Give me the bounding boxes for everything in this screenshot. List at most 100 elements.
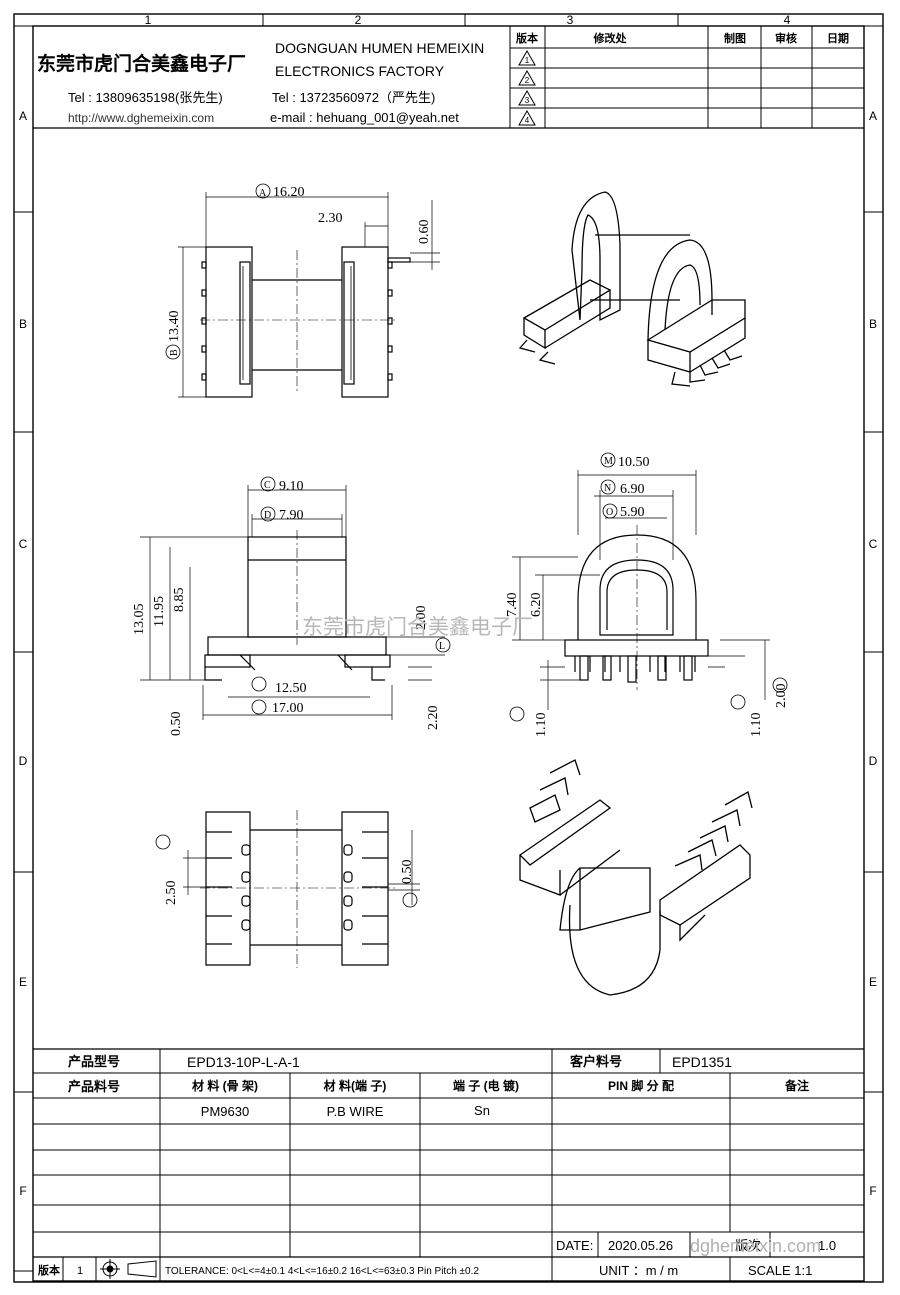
grid-column-label: 3 <box>567 13 574 27</box>
front-view-drawing <box>140 485 445 720</box>
company-name-en-2: ELECTRONICS FACTORY <box>275 63 445 79</box>
dim-marker-icon <box>600 479 616 495</box>
grid-row-label: C <box>869 537 878 551</box>
dim-front-outer: 9.10 <box>279 479 304 494</box>
grid-column-label: 4 <box>784 13 791 27</box>
revision-table <box>509 26 864 128</box>
company-name-en-1: DOGNGUAN HUMEN HEMEIXIN <box>275 40 484 56</box>
dim-bottom-pin: 0.50 <box>400 860 415 885</box>
value-material-bobbin: PM9630 <box>201 1104 249 1119</box>
grid-row-label: C <box>19 537 28 551</box>
grid-row-label: B <box>19 317 27 331</box>
dim-marker-icon <box>509 706 525 722</box>
dim-side-core: 5.90 <box>620 505 645 520</box>
value-product-model: EPD13-10P-L-A-1 <box>187 1054 300 1070</box>
value-date: 2020.05.26 <box>608 1238 673 1253</box>
label-date: DATE: <box>556 1238 593 1253</box>
dim-letter: A <box>259 188 267 199</box>
dim-side-pin-s: 1.10 <box>749 713 764 738</box>
revision-triangles <box>518 49 536 126</box>
rev-mark: 1 <box>525 56 530 65</box>
dim-bottom-pitch: 2.50 <box>164 881 179 906</box>
contact-tel-1: Tel : 13809635198(张先生) <box>68 90 223 105</box>
dim-side-outer: 10.50 <box>618 455 650 470</box>
dim-marker-icon <box>255 183 271 199</box>
dim-top-side: 2.30 <box>318 211 343 226</box>
dim-marker-icon <box>260 476 276 492</box>
dim-letter: M <box>604 456 613 467</box>
dim-front-total: 17.00 <box>272 701 304 716</box>
title-block-grid <box>33 1048 864 1281</box>
dim-letter: D <box>264 510 271 521</box>
footer-watermark: dghemeixin.com <box>690 1236 821 1256</box>
dim-marker-icon <box>260 506 276 522</box>
header-block: 东莞市虎门合美鑫电子厂 DOGNGUAN HUMEN HEMEIXIN ELEC… <box>33 40 864 129</box>
dim-marker-icon <box>600 452 616 468</box>
dim-marker-icon <box>602 503 618 519</box>
dim-front-height-e: 8.85 <box>172 588 187 613</box>
watermark-text: 东莞市虎门合美鑫电子厂 <box>302 616 533 639</box>
dim-marker-icon <box>155 834 171 850</box>
isometric-view-bottom <box>518 759 753 996</box>
dim-front-inner: 7.90 <box>279 508 304 523</box>
label-pin-assignment: PIN 脚 分 配 <box>608 1078 674 1093</box>
dim-top-length: 16.20 <box>273 185 305 200</box>
dim-front-pin-len: 2.20 <box>426 706 441 731</box>
dim-marker-icon <box>772 677 788 693</box>
dim-marker-icon <box>402 892 418 908</box>
grid-column-label: 1 <box>145 13 152 27</box>
dim-marker-icon <box>251 699 267 715</box>
rev-header-drawn: 制图 <box>724 31 746 45</box>
value-pin-plating: Sn <box>474 1103 490 1118</box>
dim-side-height-q: 6.20 <box>529 593 544 618</box>
grid-column-label: 2 <box>355 13 362 27</box>
label-product-pn: 产品料号 <box>68 1079 120 1094</box>
company-name-cn: 东莞市虎门合美鑫电子厂 <box>37 52 246 75</box>
dim-letter: O <box>606 507 613 518</box>
dim-side-pin-r: 1.10 <box>534 713 549 738</box>
side-view-drawing <box>512 470 770 710</box>
label-customer-pn: 客户料号 <box>570 1054 622 1069</box>
grid-row-label: A <box>869 109 877 123</box>
dim-front-pin-thick: 0.50 <box>169 712 184 737</box>
dim-top-width: 13.40 <box>167 311 182 343</box>
label-remark: 备注 <box>784 1078 809 1093</box>
value-version: 1.0 <box>818 1238 836 1253</box>
value-scale: SCALE 1:1 <box>748 1263 812 1278</box>
dim-marker-icon <box>730 694 746 710</box>
value-revision: 1 <box>77 1265 83 1277</box>
value-material-pin: P.B WIRE <box>327 1104 384 1119</box>
rev-header-change: 修改处 <box>593 31 628 45</box>
rev-header-version: 版本 <box>516 31 538 45</box>
grid-row-label: D <box>19 754 28 768</box>
dim-marker-icon <box>435 637 451 653</box>
grid-row-label: B <box>869 317 877 331</box>
label-material-bobbin: 材 料 (骨 架) <box>191 1078 258 1093</box>
dim-top-pin: 0.60 <box>417 220 432 245</box>
contact-email[interactable]: e-mail : hehuang_001@yeah.net <box>270 110 459 125</box>
projection-symbol-icon <box>100 1259 157 1279</box>
rev-mark: 3 <box>525 96 530 105</box>
grid-row-label: E <box>19 975 27 989</box>
website-link[interactable]: http://www.dghemeixin.com <box>68 111 214 125</box>
dim-letter: L <box>439 641 445 652</box>
tolerance-note: TOLERANCE: 0<L<=4±0.1 4<L<=16±0.2 16<L<=… <box>165 1266 479 1277</box>
dim-marker-icon <box>251 676 267 692</box>
rev-mark: 4 <box>525 116 530 125</box>
grid-row-label: D <box>869 754 878 768</box>
label-revision: 版本 <box>38 1263 60 1277</box>
rev-mark: 2 <box>525 76 530 85</box>
isometric-view-top <box>518 191 746 387</box>
label-product-model: 产品型号 <box>68 1054 120 1069</box>
dim-front-flange: 2.00 <box>414 606 429 631</box>
grid-row-label: F <box>19 1184 26 1198</box>
dim-side-height-p: 7.40 <box>505 593 520 618</box>
value-unit: UNIT ：m / m <box>599 1263 678 1278</box>
grid-row-label: F <box>869 1184 876 1198</box>
dim-letter: N <box>604 483 611 494</box>
dim-front-height-f: 11.95 <box>152 596 167 627</box>
grid-row-label: A <box>19 109 27 123</box>
sheet-frame <box>13 13 884 1283</box>
rev-header-checked: 审核 <box>775 31 797 45</box>
